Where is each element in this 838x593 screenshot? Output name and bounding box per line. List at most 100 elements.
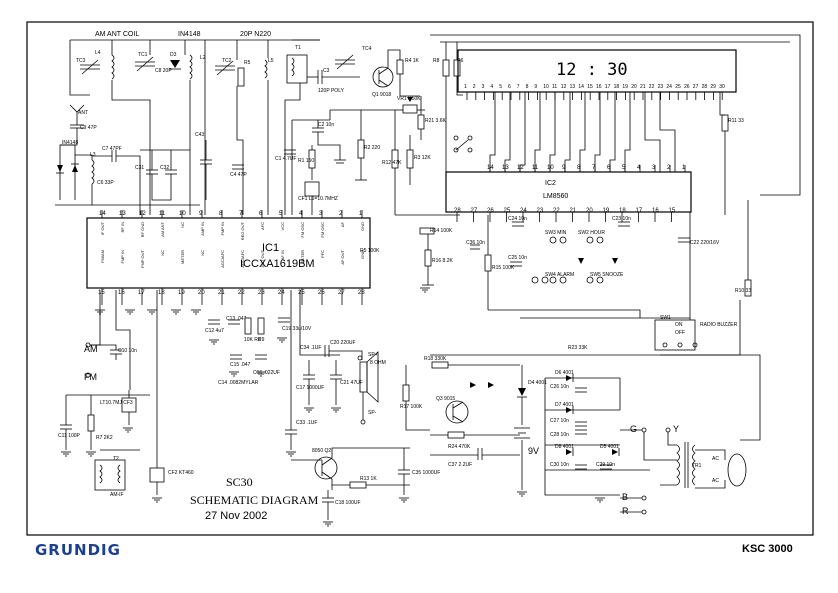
ic1-bottom-pin-number: 27 bbox=[338, 290, 345, 296]
ic2-top-pin-number: 1 bbox=[682, 165, 686, 171]
ic2-top-pin-number: 11 bbox=[532, 165, 539, 171]
label-c2: C2 10n bbox=[318, 122, 335, 128]
label-t2: T2 bbox=[113, 456, 119, 462]
ic1-top-pin-name: REG OUT bbox=[240, 222, 245, 241]
ic2-bottom-pin-number: 22 bbox=[553, 208, 560, 214]
ic2-body bbox=[445, 171, 692, 213]
display-pin-number: 2 bbox=[472, 84, 476, 90]
ic1-bottom-pin-name: NC bbox=[200, 250, 205, 256]
antenna-section bbox=[55, 104, 244, 215]
display-pin-number: 4 bbox=[490, 84, 494, 90]
ic2-top-pin-number: 5 bbox=[622, 165, 626, 171]
ic1-bottom-pin-number: 26 bbox=[318, 290, 325, 296]
ic1-top-pins bbox=[101, 210, 363, 218]
ic1-bottom-pin-name: AGC/AFC bbox=[220, 250, 225, 268]
label-l2: L2 bbox=[200, 55, 206, 61]
label-c35: C35 1000UF bbox=[412, 470, 441, 476]
label-c34: C34 .1UF bbox=[300, 345, 322, 351]
label-r23: R23 33K bbox=[568, 345, 588, 351]
label-d6: D6 4001 bbox=[555, 370, 574, 376]
ic2-top-pin-number: 7 bbox=[592, 165, 596, 171]
label-l4: L4 bbox=[95, 50, 101, 56]
label-spk-ohm: 8 OHM bbox=[370, 360, 386, 366]
ground-symbols bbox=[61, 287, 605, 527]
ic1-top-pin-name: FM OSC bbox=[320, 222, 325, 238]
ic1-top-pin-name: GND bbox=[360, 222, 365, 231]
ic2-top-pin-number: 8 bbox=[577, 165, 581, 171]
label-r18: R18 330K bbox=[424, 356, 447, 362]
ic1-top-pin-number: 1 bbox=[359, 211, 363, 217]
ic2-bottom-pin-number: 28 bbox=[454, 208, 461, 214]
jw-switches bbox=[453, 135, 473, 153]
ic2-top-pin-number: 2 bbox=[667, 165, 671, 171]
r8-r6 bbox=[442, 42, 463, 200]
model-number: KSC 3000 bbox=[742, 543, 793, 555]
ic1-top-pin-number: 4 bbox=[299, 211, 303, 217]
ic1-bottom-pin-number: 15 bbox=[98, 290, 105, 296]
ic1-bottom-pin-name: FMP IN bbox=[120, 250, 125, 264]
ic1-bottom-pin-number: 20 bbox=[198, 290, 205, 296]
ic1-top-pin-number: 7 bbox=[239, 211, 243, 217]
label-c14: C14 .0082MYLAR bbox=[218, 380, 259, 386]
ic1-top-pin-number: 6 bbox=[259, 211, 263, 217]
label-d8: D8 4001 bbox=[555, 444, 574, 450]
ic1-top-pin-number: 14 bbox=[99, 211, 106, 217]
display-pin-number: 24 bbox=[666, 84, 672, 90]
label-c32: C32 bbox=[160, 165, 170, 171]
ic1-top-pin-name: RF IN bbox=[120, 222, 125, 233]
ic2-bottom-pin-number: 25 bbox=[503, 208, 511, 214]
display-pin-number: 1 bbox=[464, 84, 467, 90]
label-c1: C1 4.7UF bbox=[275, 156, 297, 162]
label-r11: R11 33 bbox=[728, 118, 744, 124]
ic2-part: LM8560 bbox=[543, 193, 569, 200]
label-q1: Q1 9018 bbox=[372, 92, 392, 98]
display-pin-number: 8 bbox=[525, 84, 529, 90]
label-c16: C16 .022UF bbox=[253, 370, 280, 376]
display-pin-number: 12 bbox=[560, 84, 567, 90]
label-r24: R24 470K bbox=[448, 444, 471, 450]
label-r21: R21 3.6K bbox=[425, 118, 446, 124]
label-r: R bbox=[622, 506, 629, 516]
ic1-bottom-pin-name: FM/AM bbox=[100, 250, 105, 263]
ic2-top-pin-number: 10 bbox=[547, 165, 554, 171]
ic1-top-pin-number: 10 bbox=[179, 211, 186, 217]
label-q2: 8050 Q2 bbox=[312, 448, 332, 454]
display-pin-number: 3 bbox=[481, 84, 485, 90]
ic1-top-pin-name: AM ANT bbox=[160, 222, 165, 237]
power-section bbox=[402, 354, 761, 515]
label-c27: C27 10n bbox=[550, 418, 569, 424]
label-r5: R5 bbox=[244, 60, 251, 66]
audio-amp-area bbox=[208, 290, 410, 520]
ic1-top-pin-name: AFC bbox=[260, 222, 265, 230]
label-c17: C17 1000UF bbox=[296, 385, 325, 391]
label-c37: C37 2.2UF bbox=[448, 462, 473, 468]
ic1-bottom-pin-number: 23 bbox=[258, 290, 265, 296]
ic1-top-pin-name: AF bbox=[340, 222, 345, 228]
label-c33: C33 .1UF bbox=[296, 420, 318, 426]
label-d5: D5 4001 bbox=[600, 444, 619, 450]
label-ant: ANT bbox=[78, 110, 88, 116]
label-g: G bbox=[630, 424, 638, 434]
ic2-bottom-pin-number: 27 bbox=[470, 208, 478, 214]
label-c10: C10 10n bbox=[118, 348, 137, 354]
ic1-top-pin-number: 8 bbox=[219, 211, 223, 217]
label-r13: R13 1K bbox=[360, 476, 377, 482]
ic2-name: IC2 bbox=[545, 180, 556, 187]
ic1-bottom-pin-name: PFC bbox=[320, 250, 325, 258]
display-pin-number: 10 bbox=[543, 84, 549, 90]
label-l5: L5 bbox=[268, 58, 274, 64]
label-r7: R7 2K2 bbox=[96, 435, 113, 441]
display-pin-number: 18 bbox=[613, 84, 620, 90]
label-r10: R10 33 bbox=[735, 288, 752, 294]
ic1-top-pin-number: 11 bbox=[159, 211, 166, 217]
diagram-date: 27 Nov 2002 bbox=[205, 510, 268, 522]
if-filters bbox=[60, 290, 165, 495]
ic2-bottom-pin-number: 23 bbox=[536, 208, 544, 214]
label-l3: L3 bbox=[90, 152, 96, 158]
label-c3: C3 bbox=[323, 68, 330, 74]
ic2-bottom-pin-number: 21 bbox=[569, 208, 577, 214]
ic1-top-pin-name: NC bbox=[180, 222, 185, 228]
label-cf1: CF1 L1=10.7MHZ bbox=[298, 196, 338, 202]
ic1-name: IC1 bbox=[262, 242, 280, 254]
label-c9: C9 47P bbox=[80, 125, 97, 131]
